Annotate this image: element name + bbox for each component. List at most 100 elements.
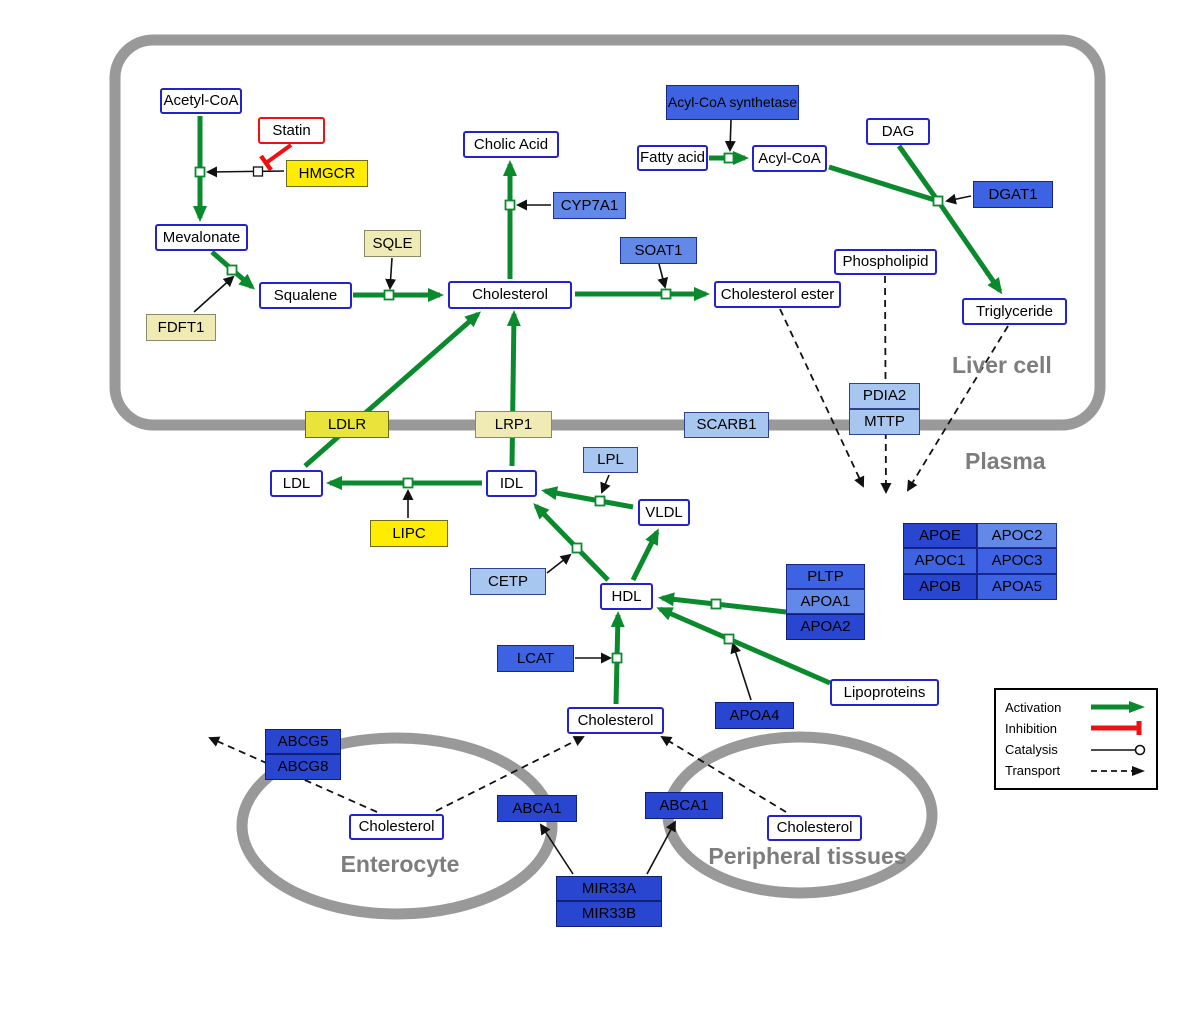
node-dgat1[interactable]: DGAT1 xyxy=(973,181,1053,208)
node-lipc[interactable]: LIPC xyxy=(370,520,448,547)
node-dag[interactable]: DAG xyxy=(866,118,930,145)
cat-hmgcr xyxy=(206,166,285,178)
node-lcat[interactable]: LCAT xyxy=(497,645,574,672)
node-apoc3[interactable]: APOC3 xyxy=(977,548,1057,574)
node-lrp1[interactable]: LRP1 xyxy=(475,411,552,438)
legend-row-inhibition: Inhibition xyxy=(1005,718,1147,738)
peripheral-tissues-label: Peripheral tissues xyxy=(708,843,907,869)
node-triglyceride[interactable]: Triglyceride xyxy=(962,298,1067,325)
inhibition-tbar-symbol xyxy=(1091,721,1142,736)
node-mevalonate[interactable]: Mevalonate xyxy=(155,224,248,251)
liver-cell-label: Liver cell xyxy=(952,352,1052,378)
act-dag-junction xyxy=(896,144,941,203)
node-ldlr[interactable]: LDLR xyxy=(305,411,389,438)
node-soat1[interactable]: SOAT1 xyxy=(620,237,697,264)
node-apoa2[interactable]: APOA2 xyxy=(786,614,865,640)
node-lpl[interactable]: LPL xyxy=(583,447,638,473)
node-cholic-acid[interactable]: Cholic Acid xyxy=(463,131,559,158)
cat-cetp xyxy=(546,553,572,574)
transport-dashed-arrow-symbol xyxy=(1091,765,1145,776)
node-acyl-coa[interactable]: Acyl-CoA xyxy=(752,145,827,172)
act-ldl-ldlr-cholesterol xyxy=(303,311,482,468)
transport-triglyceride-edge xyxy=(906,325,1009,492)
node-apoc1[interactable]: APOC1 xyxy=(903,548,977,574)
node-abca1-left[interactable]: ABCA1 xyxy=(497,795,577,822)
transport-peripheral-cholesterol-edge xyxy=(660,735,787,813)
act-lipoproteins-hdl xyxy=(656,606,831,686)
node-cetp[interactable]: CETP xyxy=(470,568,546,595)
node-hdl[interactable]: HDL xyxy=(600,583,653,610)
node-apoc2[interactable]: APOC2 xyxy=(977,523,1057,548)
inhibit-statin-tbar xyxy=(259,154,273,172)
legend-catalysis-label: Catalysis xyxy=(1005,742,1058,758)
node-sqle[interactable]: SQLE xyxy=(364,230,421,257)
enterocyte-label: Enterocyte xyxy=(340,851,460,877)
node-idl[interactable]: IDL xyxy=(486,470,537,497)
legend-row-activation: Activation xyxy=(1005,697,1147,717)
reaction-node xyxy=(194,152,944,664)
activation-arrow-symbol xyxy=(1091,701,1145,713)
cat-dgat1 xyxy=(945,193,972,205)
enterocyte-membrane xyxy=(236,732,558,920)
act-hdl-vldl xyxy=(630,528,660,582)
node-vldl[interactable]: VLDL xyxy=(638,499,690,526)
node-apoa4[interactable]: APOA4 xyxy=(715,702,794,729)
node-apob[interactable]: APOB xyxy=(903,574,977,600)
legend: Activation Inhibition Catalysis Transpor… xyxy=(994,688,1158,790)
legend-inhibition-label: Inhibition xyxy=(1005,720,1058,736)
node-fatty-acid[interactable]: Fatty acid xyxy=(637,145,708,171)
cat-apoa4 xyxy=(730,642,752,701)
node-fdft1[interactable]: FDFT1 xyxy=(146,314,216,341)
inhibit-statin-hmgcr xyxy=(264,143,293,165)
node-statin[interactable]: Statin xyxy=(258,117,325,144)
act-vldl-idl xyxy=(541,486,634,510)
node-cholesterol-ester[interactable]: Cholesterol ester xyxy=(714,281,841,308)
node-cholesterol-enterocyte[interactable]: Cholesterol xyxy=(349,814,444,840)
legend-row-transport: Transport xyxy=(1005,761,1147,781)
node-abcg8[interactable]: ABCG8 xyxy=(265,754,341,780)
catalysis-circle-symbol xyxy=(1091,744,1146,755)
node-abca1-right[interactable]: ABCA1 xyxy=(645,792,723,819)
node-apoa5[interactable]: APOA5 xyxy=(977,574,1057,600)
act-junction-triglyceride xyxy=(935,199,1003,295)
node-phospholipid[interactable]: Phospholipid xyxy=(834,249,937,275)
node-acetyl-coa[interactable]: Acetyl-CoA xyxy=(160,88,242,114)
node-cholesterol-plasma[interactable]: Cholesterol xyxy=(567,707,664,734)
node-apoa1[interactable]: APOA1 xyxy=(786,589,865,614)
transport-abcg-efflux-edge xyxy=(208,736,378,813)
node-lipoproteins[interactable]: Lipoproteins xyxy=(830,679,939,706)
node-scarb1[interactable]: SCARB1 xyxy=(684,412,769,438)
node-ldl[interactable]: LDL xyxy=(270,470,323,497)
node-pltp[interactable]: PLTP xyxy=(786,564,865,589)
legend-activation-label: Activation xyxy=(1005,699,1062,715)
transport-enterocyte-cholesterol-edge xyxy=(435,736,585,812)
legend-transport-label: Transport xyxy=(1005,763,1061,779)
legend-row-catalysis: Catalysis xyxy=(1005,740,1147,760)
node-pdia2[interactable]: PDIA2 xyxy=(849,383,920,409)
node-acyl-coa-synthetase[interactable]: Acyl-CoA synthetase xyxy=(666,85,799,120)
node-mttp[interactable]: MTTP xyxy=(849,409,920,435)
node-mir33a[interactable]: MIR33A xyxy=(556,876,662,901)
cat-soat1 xyxy=(657,263,669,289)
act-acylcoa-junction xyxy=(828,164,939,204)
node-squalene[interactable]: Squalene xyxy=(259,282,352,309)
cat-lpl xyxy=(600,474,611,494)
liver-cell-membrane xyxy=(109,34,1106,431)
reg-mir33-abca1-right xyxy=(646,820,676,875)
cat-sqle xyxy=(385,257,397,290)
node-mir33b[interactable]: MIR33B xyxy=(556,901,662,927)
node-apoe[interactable]: APOE xyxy=(903,523,977,548)
node-cholesterol-liver[interactable]: Cholesterol xyxy=(448,281,572,309)
node-cholesterol-peripheral[interactable]: Cholesterol xyxy=(767,815,862,841)
node-cyp7a1[interactable]: CYP7A1 xyxy=(553,192,626,219)
statin-hmgcr-junction xyxy=(252,166,264,177)
cat-acylcoa-synthetase xyxy=(724,119,736,152)
act-apostack-hdl xyxy=(658,592,787,615)
cat-fdft1 xyxy=(193,275,235,313)
plasma-label: Plasma xyxy=(965,448,1046,474)
node-abcg5[interactable]: ABCG5 xyxy=(265,729,341,754)
node-hmgcr[interactable]: HMGCR xyxy=(286,160,368,187)
reg-mir33-abca1-left xyxy=(539,823,574,875)
